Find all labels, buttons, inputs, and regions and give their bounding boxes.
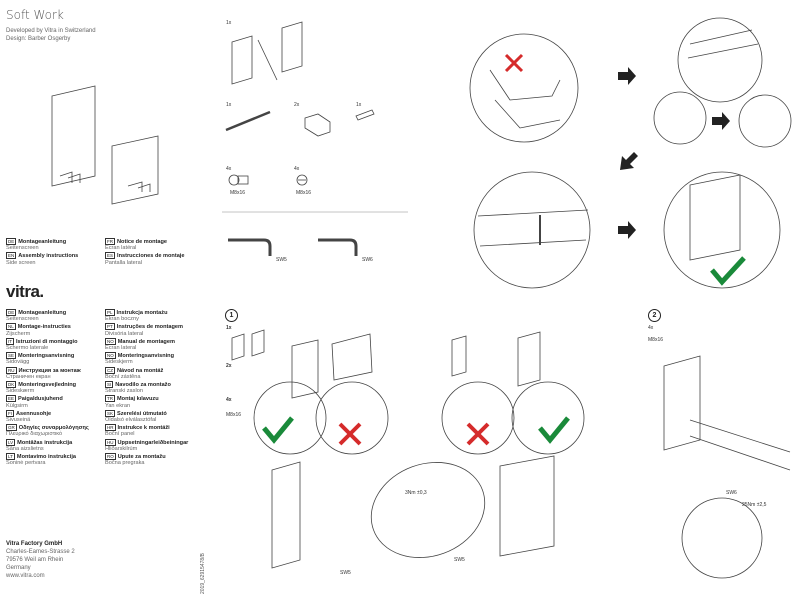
vitra-logo: vitra. — [6, 282, 44, 301]
key-sw6-label: SW6 — [362, 257, 373, 263]
design-text: Design: Barber Osgerby — [6, 36, 71, 42]
step1-illustration — [231, 329, 585, 569]
step1-screw: M8x16 — [226, 412, 242, 418]
step1-qty-c: 4x — [226, 397, 232, 403]
panel-illustration-large — [51, 85, 96, 187]
check-icon — [710, 256, 746, 286]
step1-qty-a: 1x — [226, 325, 232, 331]
torque-label: 3Nm ±0,3 — [405, 490, 427, 496]
screw-b-label: M8x16 — [296, 190, 312, 196]
footer-country: Germany — [6, 565, 31, 571]
footer-city: 79576 Weil am Rhein — [6, 557, 64, 563]
developed-text: Developed by Vitra in Switzerland — [6, 28, 96, 34]
step1-qty-b: 2x — [226, 363, 232, 369]
doc-code: 2019_62915478/B — [200, 553, 206, 594]
parts-list — [222, 21, 408, 256]
qty-bracket: 2x — [294, 102, 300, 108]
step2-illustration — [663, 355, 791, 579]
step2-qty: 4x — [648, 325, 654, 331]
product-title: Soft Work — [6, 8, 64, 22]
qty-pin: 1x — [356, 102, 362, 108]
panel-mounted-detail — [663, 171, 781, 289]
qty-screw-b: 4x — [294, 166, 300, 172]
step2-key: SW6 — [726, 490, 737, 496]
qty-screw-a: 4x — [226, 166, 232, 172]
step2-torque: 25Nm ±2,5 — [742, 502, 767, 508]
step1-key-b: SW5 — [454, 557, 465, 563]
qty-panels: 1x — [226, 20, 232, 26]
check-icon — [262, 416, 294, 444]
cross-icon — [466, 422, 490, 446]
step-1-badge: 1 — [225, 309, 238, 322]
cross-icon — [504, 53, 524, 73]
footer-web: www.vitra.com — [6, 573, 45, 579]
qty-rod: 1x — [226, 102, 232, 108]
screw-a-label: M8x16 — [230, 190, 246, 196]
cross-icon — [338, 422, 362, 446]
sofa-panel-wrong — [469, 33, 579, 143]
arrow-down-left-icon — [620, 152, 638, 170]
sofa-lift-detail — [473, 171, 591, 289]
step1-key-a: SW5 — [340, 570, 351, 576]
panel-illustration-small — [111, 135, 159, 205]
key-sw5-label: SW5 — [276, 257, 287, 263]
step-2-badge: 2 — [648, 309, 661, 322]
step2-screw: M8x16 — [648, 337, 664, 343]
footer-address: Vitra Factory GmbH Charles-Eames-Strasse… — [6, 540, 75, 580]
mechanism-detail — [653, 17, 792, 148]
footer-company: Vitra Factory GmbH — [6, 541, 63, 547]
footer-street: Charles-Eames-Strasse 2 — [6, 549, 75, 555]
check-icon — [538, 416, 570, 444]
arrow-right-icon — [618, 67, 730, 239]
